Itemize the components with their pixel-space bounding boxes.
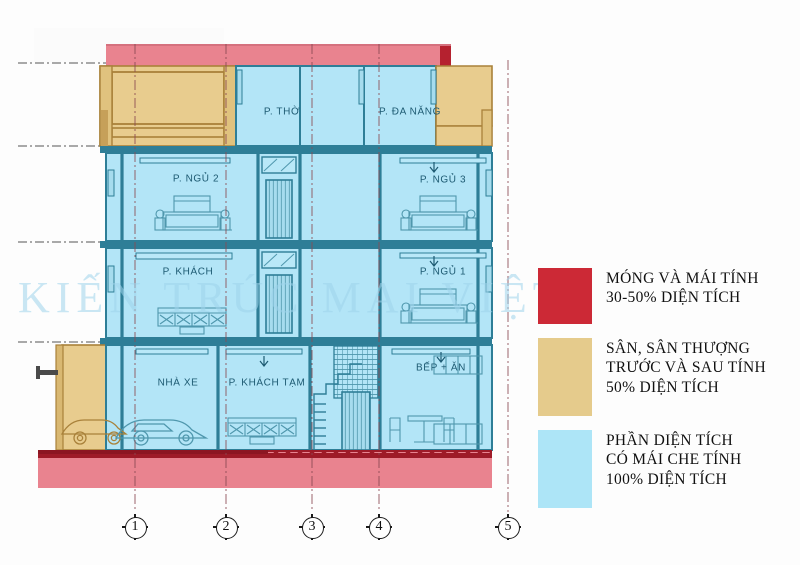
legend-line: CÓ MÁI CHE TÍNH xyxy=(606,451,742,469)
legend-text-blue: PHẦN DIỆN TÍCH CÓ MÁI CHE TÍNH 100% DIỆN… xyxy=(606,430,742,489)
level-lines xyxy=(18,62,108,343)
attic-floor xyxy=(99,65,493,147)
floor-1 xyxy=(36,344,493,451)
legend-item-tan: SÂN, SÂN THƯỢNG TRƯỚC VÀ SAU TÍNH 50% DI… xyxy=(538,338,800,416)
slab-3 xyxy=(100,241,492,248)
kitchen-cabinets xyxy=(433,355,483,445)
grid-mark-label: 2 xyxy=(222,519,230,534)
room-label-p-ngu-2: P. NGỦ 2 xyxy=(172,173,220,185)
grid-mark-label: 4 xyxy=(375,519,383,534)
room-label-nha-xe: NHÀ XE xyxy=(157,377,199,389)
legend-line: 100% DIỆN TÍCH xyxy=(606,470,728,488)
dining-set xyxy=(389,415,455,443)
legend-line: PHẦN DIỆN TÍCH xyxy=(606,432,734,449)
legend-line: SÂN, SÂN THƯỢNG xyxy=(606,340,751,357)
legend-line: MÓNG VÀ MÁI TÍNH xyxy=(606,270,759,287)
bed-2 xyxy=(154,195,232,231)
staircase xyxy=(313,345,379,451)
legend-line: 50% DIỆN TÍCH xyxy=(606,378,719,396)
legend-line: TRƯỚC VÀ SAU TÍNH xyxy=(606,359,766,377)
grid-mark-label: 5 xyxy=(504,519,512,534)
legend-swatch-blue xyxy=(538,430,592,508)
room-label-p-khach: P. KHÁCH xyxy=(162,266,214,278)
legend-swatch-tan xyxy=(538,338,592,416)
slab-2 xyxy=(100,338,492,345)
legend-text-tan: SÂN, SÂN THƯỢNG TRƯỚC VÀ SAU TÍNH 50% DI… xyxy=(606,338,766,397)
floor-3 xyxy=(105,152,493,242)
room-label-p-ngu-1: P. NGỦ 1 xyxy=(419,266,467,278)
legend-item-red: MÓNG VÀ MÁI TÍNH 30-50% DIỆN TÍCH xyxy=(538,268,800,324)
grid-mark-2: 2 xyxy=(213,514,239,540)
legend: MÓNG VÀ MÁI TÍNH 30-50% DIỆN TÍCH SÂN, S… xyxy=(538,268,800,522)
grid-lines xyxy=(134,44,509,512)
grid-mark-label: 1 xyxy=(131,519,139,534)
grid-mark-4: 4 xyxy=(366,514,392,540)
grid-mark-label: 3 xyxy=(308,519,316,534)
floor-2 xyxy=(105,247,493,339)
room-label-p-da-nang: P. ĐA NĂNG xyxy=(379,106,441,118)
room-label-p-khach-tam: P. KHÁCH TẠM xyxy=(228,377,306,389)
room-label-p-ngu-3: P. NGỦ 3 xyxy=(419,174,467,186)
legend-swatch-red xyxy=(538,268,592,324)
grid-mark-5: 5 xyxy=(495,514,521,540)
roof-band xyxy=(106,44,451,66)
legend-text-red: MÓNG VÀ MÁI TÍNH 30-50% DIỆN TÍCH xyxy=(606,268,759,308)
legend-item-blue: PHẦN DIỆN TÍCH CÓ MÁI CHE TÍNH 100% DIỆN… xyxy=(538,430,800,508)
bed-1 xyxy=(400,288,478,324)
room-label-p-tho: P. THỜ xyxy=(263,106,301,118)
grid-mark-1: 1 xyxy=(122,514,148,540)
foundation xyxy=(38,450,492,488)
room-label-bep-an: BẾP + ĂN xyxy=(416,362,466,374)
legend-line: 30-50% DIỆN TÍCH xyxy=(606,289,741,307)
bed-3 xyxy=(400,195,478,231)
section-svg xyxy=(18,44,509,512)
slab-attic xyxy=(100,146,492,153)
sofa-temp xyxy=(227,417,297,445)
car-inside xyxy=(114,419,209,446)
grid-mark-3: 3 xyxy=(299,514,325,540)
architectural-section-drawing xyxy=(18,44,509,512)
